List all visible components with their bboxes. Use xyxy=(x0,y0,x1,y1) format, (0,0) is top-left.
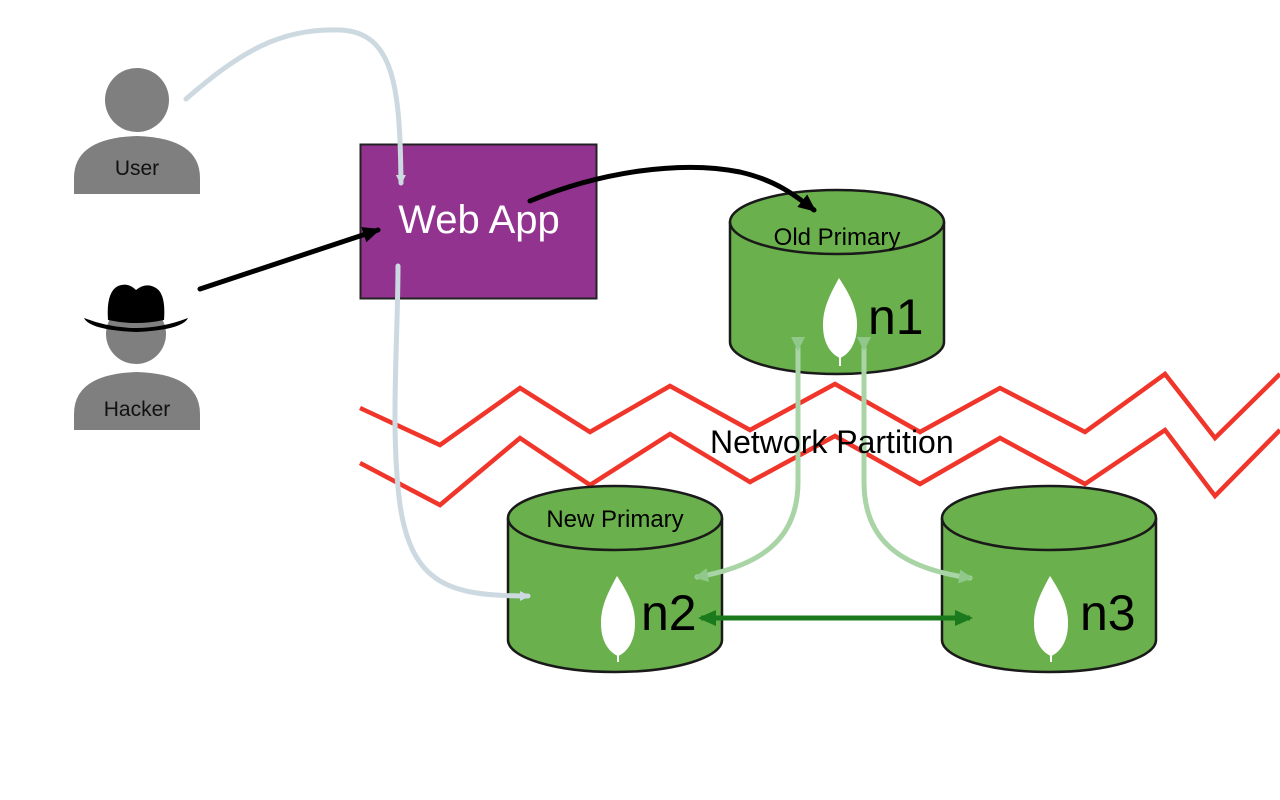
webapp-to-old-primary-arrow xyxy=(527,164,817,213)
user-label: User xyxy=(114,157,160,180)
hacker-icon xyxy=(74,284,200,430)
fedora-hat-icon xyxy=(84,284,188,332)
mongodb-leaf-icon xyxy=(600,576,636,662)
db-old-primary-title: Old Primary xyxy=(773,224,901,251)
user-icon xyxy=(74,68,200,194)
partition-line-upper xyxy=(359,370,1280,448)
mongodb-leaf-icon xyxy=(822,278,858,366)
db-old-primary-node: n1 xyxy=(868,289,924,345)
db-new-primary-title: New Primary xyxy=(546,506,684,533)
db-new-primary-node: n2 xyxy=(641,585,697,641)
webapp-to-new-primary-arrow xyxy=(392,263,531,601)
replication-n1-to-n3-arrow xyxy=(857,337,973,584)
hacker-label: Hacker xyxy=(103,398,171,421)
replication-n1-to-n2-arrow xyxy=(694,337,805,583)
webapp-label: Web App xyxy=(398,198,560,242)
partition-line-lower xyxy=(358,426,1280,508)
network-partition-label: Network Partition xyxy=(710,424,954,460)
mongodb-leaf-icon xyxy=(1033,576,1069,662)
user-to-webapp-arrow xyxy=(183,27,406,186)
db-n3-node: n3 xyxy=(1080,585,1136,641)
hacker-to-webapp-arrow xyxy=(197,227,381,292)
network-partition-lines xyxy=(358,370,1280,508)
